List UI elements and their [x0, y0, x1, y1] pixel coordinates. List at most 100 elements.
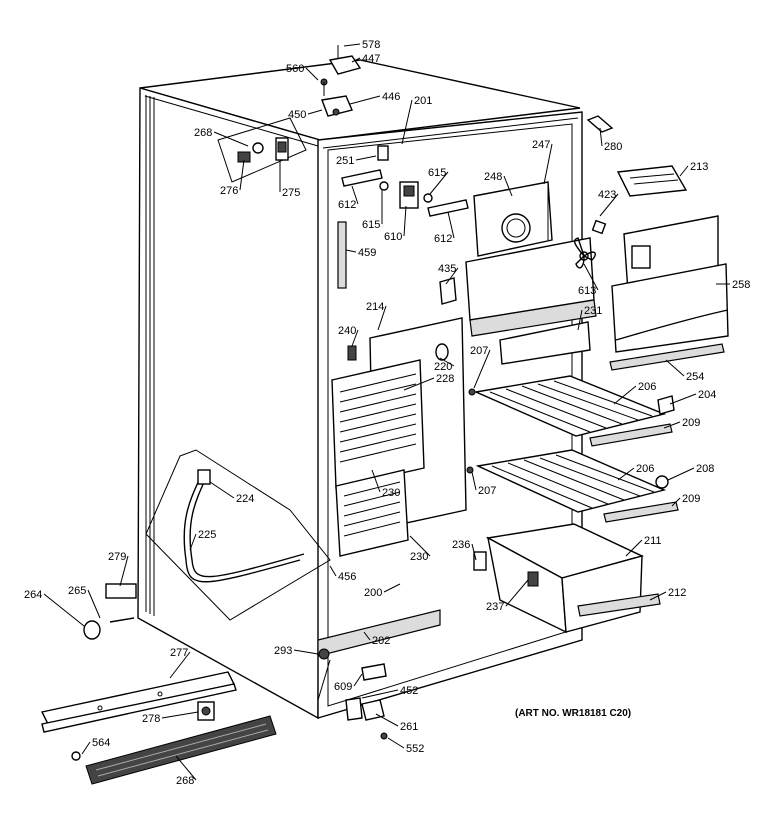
leader-p202: [363, 631, 371, 641]
ice-tray: [586, 115, 688, 197]
part-label-p423: 423: [598, 189, 616, 201]
part-label-p201: 201: [414, 95, 432, 107]
part-label-p261: 261: [400, 721, 418, 733]
leader-p560: [305, 67, 319, 81]
leader-p225: [189, 533, 197, 551]
part-label-p231: 231: [584, 305, 602, 317]
leader-lines: [43, 43, 730, 781]
leader-p435: [445, 267, 459, 285]
part-label-p224: 224: [236, 493, 254, 505]
leader-p578: [343, 43, 361, 47]
leader-p206b: [617, 467, 635, 481]
leader-p247: [543, 143, 553, 185]
leader-p204: [669, 393, 697, 405]
part-label-p265: 265: [68, 585, 86, 597]
leader-p613: [583, 263, 599, 291]
leader-p224: [209, 481, 235, 499]
part-label-p613: 613: [578, 285, 596, 297]
part-label-p610: 610: [384, 231, 402, 243]
part-label-p207b: 207: [478, 485, 496, 497]
part-label-p254: 254: [686, 371, 704, 383]
part-label-p456: 456: [338, 571, 356, 583]
leader-p452: [361, 689, 399, 699]
part-label-p268b: 268: [176, 775, 194, 787]
part-label-p251: 251: [336, 155, 354, 167]
part-label-p214: 214: [366, 301, 384, 313]
leader-p207a: [473, 349, 491, 389]
part-label-p211: 211: [644, 535, 662, 547]
leader-p277: [169, 651, 191, 679]
part-label-p202: 202: [372, 635, 390, 647]
leader-p248: [503, 175, 513, 197]
leader-p278: [161, 711, 199, 719]
leader-p447: [351, 57, 361, 63]
part-label-p280: 280: [604, 141, 622, 153]
leader-p201: [401, 99, 413, 145]
leader-p214: [377, 305, 387, 331]
leader-p612a: [351, 185, 359, 205]
part-label-p268a: 268: [194, 127, 212, 139]
part-label-p236: 236: [452, 539, 470, 551]
drain-tube-group: [145, 449, 331, 621]
leader-p254: [665, 359, 685, 377]
leader-p450: [307, 109, 323, 115]
lower-shelf: [466, 449, 679, 523]
part-label-p230a: 230: [382, 487, 400, 499]
leader-p609: [353, 673, 363, 687]
roller-278: [197, 701, 215, 721]
part-label-p450: 450: [288, 109, 306, 121]
leader-p610: [403, 205, 407, 237]
crisper-pan: [473, 523, 661, 634]
part-label-p207a: 207: [470, 345, 488, 357]
part-label-p275: 275: [282, 187, 300, 199]
control-panel: [217, 117, 307, 183]
part-label-p237: 237: [486, 601, 504, 613]
leader-p552: [387, 737, 405, 749]
leader-p220: [439, 357, 455, 367]
leader-p268a: [213, 131, 249, 147]
rear-strip-459: [337, 221, 347, 289]
part-label-p612b: 612: [434, 233, 452, 245]
part-label-p564: 564: [92, 737, 110, 749]
part-label-p578: 578: [362, 39, 380, 51]
leader-p200: [383, 583, 401, 593]
part-label-p208: 208: [696, 463, 714, 475]
leader-p276: [239, 159, 245, 191]
base-rail-277: [40, 671, 237, 733]
leader-p564: [81, 741, 91, 755]
leader-p236: [471, 543, 477, 561]
part-label-p615a: 615: [428, 167, 446, 179]
leader-p206a: [613, 385, 637, 405]
leader-p231: [577, 309, 583, 331]
leader-p240: [351, 329, 359, 347]
part-label-p206b: 206: [636, 463, 654, 475]
leader-p446: [349, 95, 381, 105]
part-label-p228: 228: [436, 373, 454, 385]
leader-p265: [87, 589, 101, 619]
part-label-p609: 609: [334, 681, 352, 693]
part-label-p435: 435: [438, 263, 456, 275]
part-label-p209b: 209: [682, 493, 700, 505]
evaporator-cover: [609, 215, 729, 371]
leader-p459: [345, 249, 357, 253]
fan-bracket: [465, 181, 597, 365]
leader-p261: [375, 713, 399, 727]
part-label-p612a: 612: [338, 199, 356, 211]
part-label-p248: 248: [484, 171, 502, 183]
art-number: (ART NO. WR18181 C20): [515, 708, 631, 719]
part-label-p258: 258: [732, 279, 750, 291]
upper-shelf: [468, 375, 675, 447]
leader-p237: [505, 579, 529, 607]
leader-p456: [329, 565, 337, 577]
part-label-p452: 452: [400, 685, 418, 697]
leader-p251: [355, 155, 377, 161]
part-label-p615b: 615: [362, 219, 380, 231]
leader-p279: [119, 555, 129, 587]
part-label-p209a: 209: [682, 417, 700, 429]
leader-p228: [403, 377, 435, 391]
leader-p230b: [409, 535, 431, 557]
leader-p209b: [671, 497, 681, 507]
leader-p209a: [663, 421, 681, 429]
